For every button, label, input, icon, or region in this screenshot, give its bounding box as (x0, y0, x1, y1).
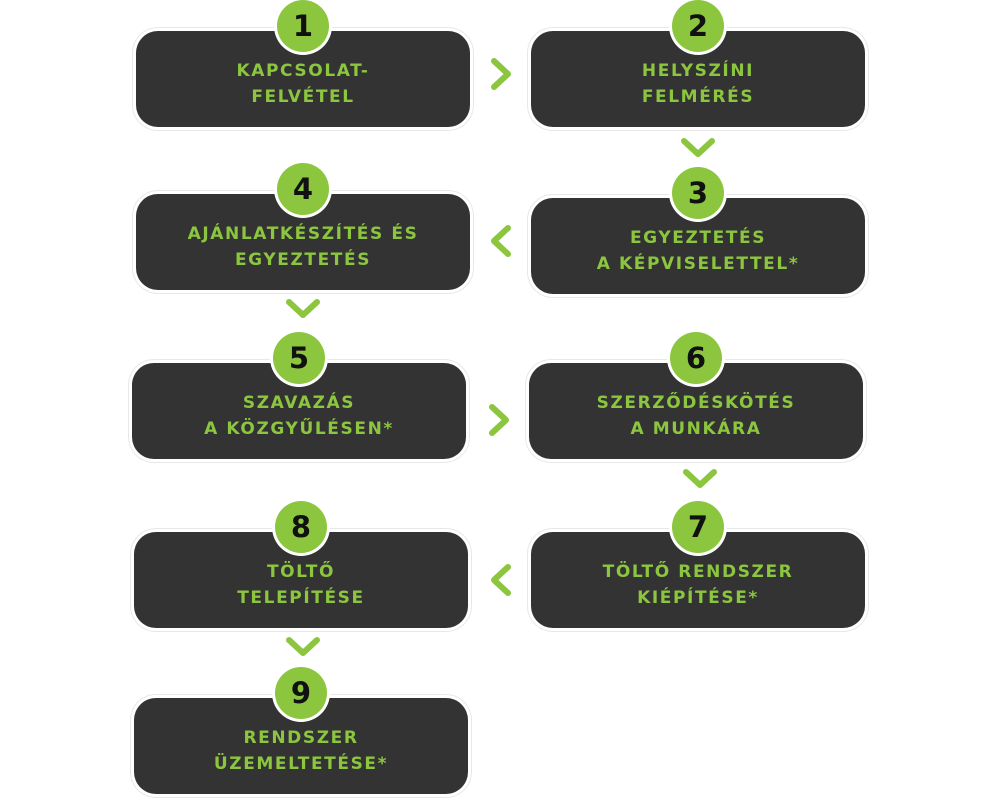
step-8-label-line-1: TÖLTŐ (266, 562, 336, 582)
step-1-number-badge: 1 (277, 0, 329, 52)
step-8-label-line-2: TELEPÍTÉSE (237, 588, 365, 608)
chevron-down-icon (286, 636, 320, 658)
step-9-number-badge: 9 (275, 667, 327, 719)
chevron-left-icon (488, 564, 512, 596)
step-4-label-line-2: EGYEZTETÉS (234, 250, 372, 270)
step-6-label-line-1: SZERZŐDÉSKÖTÉS (596, 393, 796, 413)
step-7-number-badge: 7 (672, 501, 724, 553)
chevron-down-icon (683, 468, 717, 490)
chevron-right-icon (490, 58, 514, 90)
step-5-number-badge: 5 (273, 332, 325, 384)
step-2-label-line-1: HELYSZÍNI (641, 61, 755, 81)
step-8-number-badge: 8 (275, 501, 327, 553)
chevron-down-icon (286, 298, 320, 320)
step-2-number-badge: 2 (672, 0, 724, 52)
step-7-label-line-1: TÖLTŐ RENDSZER (602, 562, 794, 582)
step-4-number-badge: 4 (277, 163, 329, 215)
step-6-label-line-2: A MUNKÁRA (630, 419, 762, 439)
step-9-label-line-1: RENDSZER (243, 728, 359, 748)
step-6-number-badge: 6 (670, 332, 722, 384)
step-7-label-line-2: KIÉPÍTÉSE* (637, 588, 759, 608)
step-3-number-badge: 3 (672, 167, 724, 219)
step-card-2: HELYSZÍNI FELMÉRÉS (531, 31, 865, 127)
step-2-label-line-2: FELMÉRÉS (641, 87, 755, 107)
step-5-label-line-1: SZAVAZÁS (242, 393, 356, 413)
chevron-down-icon (681, 137, 715, 159)
chevron-right-icon (488, 404, 512, 436)
step-1-label-line-1: KAPCSOLAT- (236, 61, 370, 81)
step-3-label-line-1: EGYEZTETÉS (629, 228, 767, 248)
step-9-label-line-2: ÜZEMELTETÉSE* (213, 754, 389, 774)
step-5-label-line-2: A KÖZGYŰLÉSEN* (204, 419, 394, 439)
step-3-label-line-2: A KÉPVISELETTEL* (596, 254, 800, 274)
chevron-left-icon (488, 225, 512, 257)
step-4-label-line-1: AJÁNLATKÉSZÍTÉS ÉS (187, 224, 419, 244)
step-1-label-line-2: FELVÉTEL (251, 87, 355, 107)
